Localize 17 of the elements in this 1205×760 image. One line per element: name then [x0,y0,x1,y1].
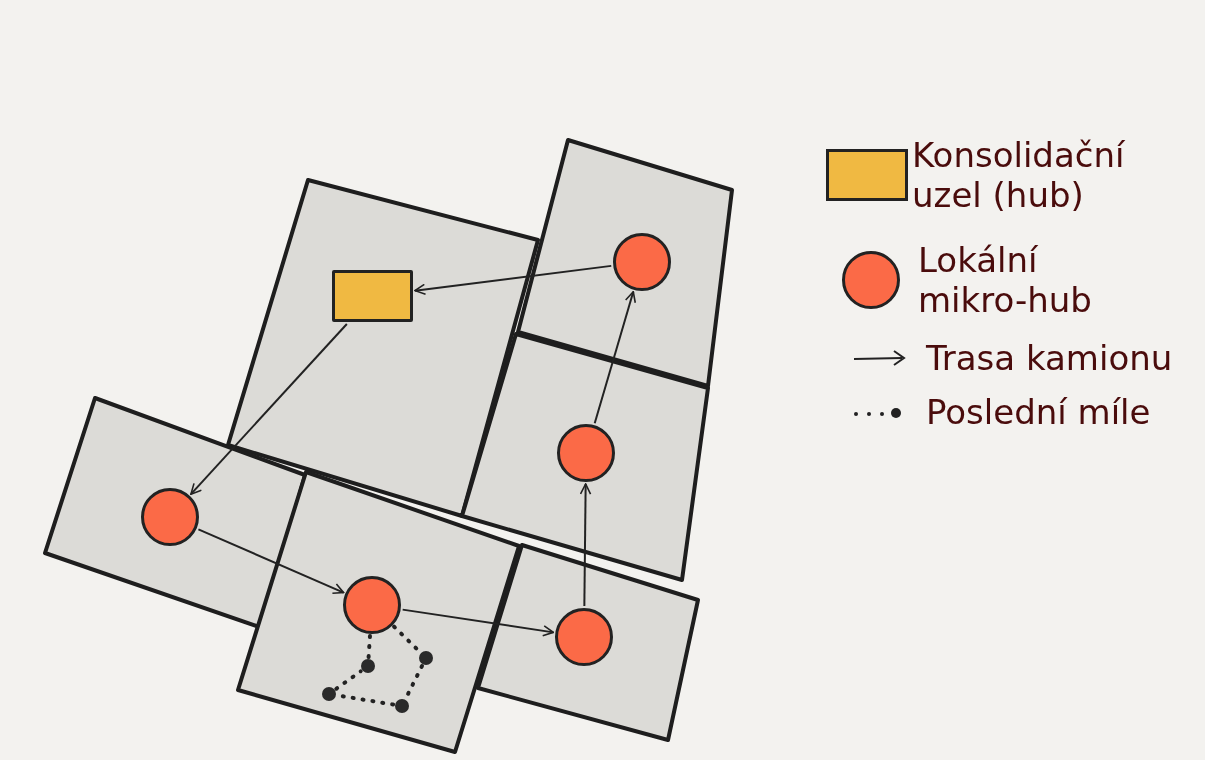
dotted-path [334,669,363,691]
district-area [228,180,538,516]
arrow [579,483,592,607]
hub-marker [332,270,413,322]
district-area [462,334,708,580]
legend-text: Trasa kamionu [926,338,1173,378]
district-area [238,472,519,752]
arrow [401,608,555,637]
legend-text: Konsolidační uzel (hub) [912,135,1126,215]
arrow [197,528,345,594]
legend-text: Lokální mikro-hub [918,240,1093,320]
arrow [414,264,613,296]
district-area [478,545,698,740]
arrow [189,323,348,496]
legend-text: Poslední míle [926,392,1151,432]
arrow [593,290,637,425]
dotted-path [366,633,372,659]
